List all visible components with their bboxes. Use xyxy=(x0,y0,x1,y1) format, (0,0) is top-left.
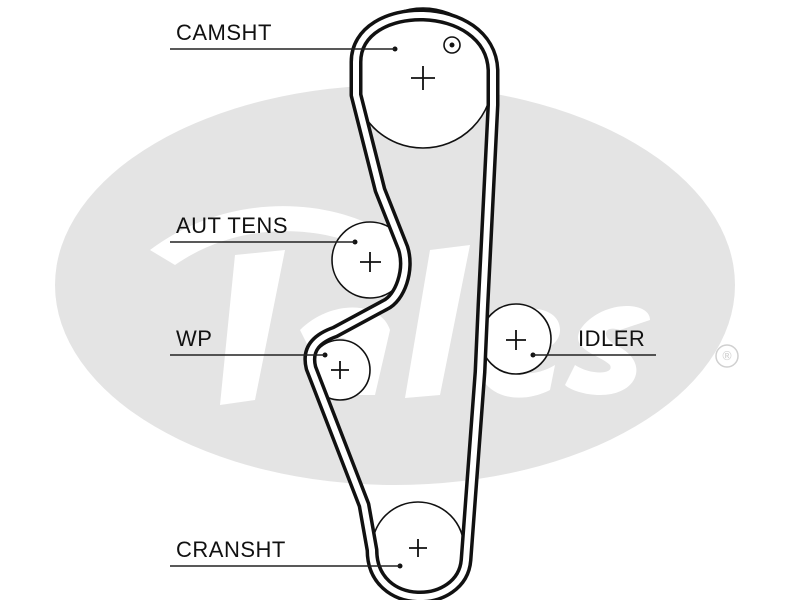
label-camshaft: CAMSHT xyxy=(170,20,395,50)
label-crankshaft: CRANSHT xyxy=(170,537,400,567)
timing-belt xyxy=(303,8,500,600)
idler-label: IDLER xyxy=(578,326,645,351)
pulley-auto-tensioner xyxy=(331,221,409,299)
pulley-idler xyxy=(480,303,552,375)
label-auto-tensioner: AUT TENS xyxy=(170,213,355,243)
label-water-pump: WP xyxy=(170,326,325,356)
timing-mark-icon xyxy=(443,36,461,54)
camshaft-label: CAMSHT xyxy=(176,20,272,45)
registered-mark: ® xyxy=(721,349,733,363)
water-pump-label: WP xyxy=(176,326,212,351)
crankshaft-label: CRANSHT xyxy=(176,537,286,562)
label-idler: IDLER xyxy=(533,326,656,356)
auto-tensioner-label: AUT TENS xyxy=(176,213,288,238)
